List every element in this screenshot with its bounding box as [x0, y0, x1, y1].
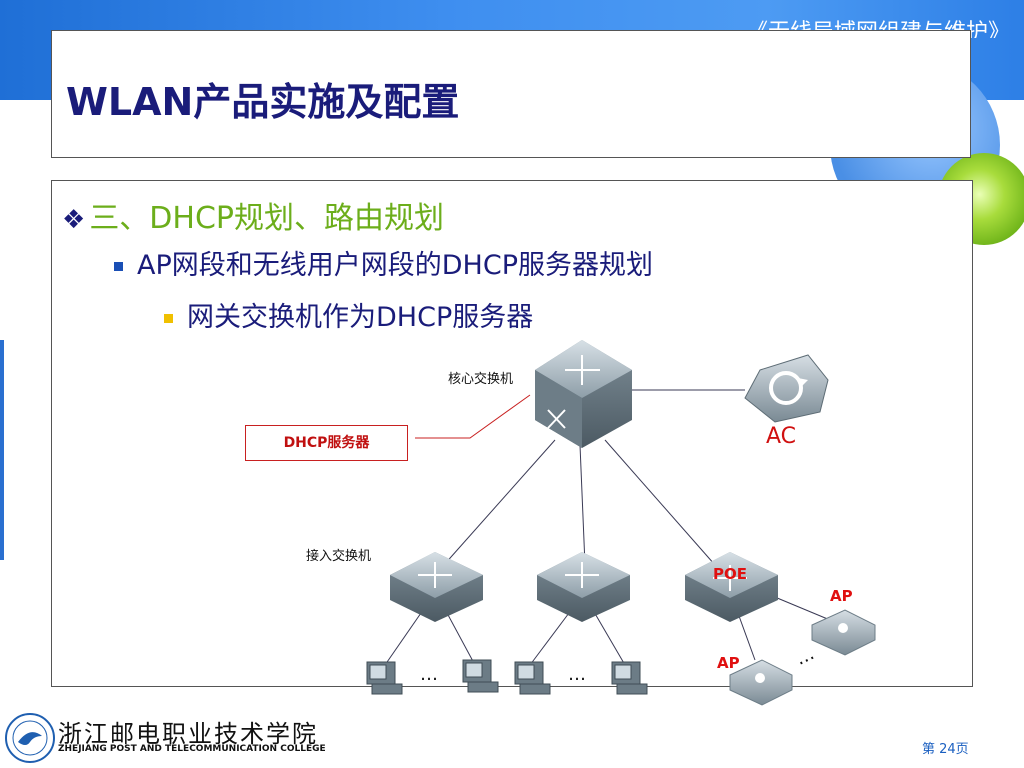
level2-text: AP网段和无线用户网段的DHCP服务器规划 [137, 250, 653, 281]
access-switch-label: 接入交换机 [306, 549, 372, 564]
college-name-en: ZHEJIANG POST AND TELECOMMUNICATION COLL… [58, 744, 326, 754]
pc-icon [514, 661, 551, 695]
content-panel: ❖三、DHCP规划、路由规划 AP网段和无线用户网段的DHCP服务器规划 网关交… [51, 180, 973, 687]
bullet-level2: AP网段和无线用户网段的DHCP服务器规划 [114, 243, 653, 282]
ellipsis-1: … [420, 664, 438, 685]
college-logo-icon [5, 713, 55, 763]
ellipsis-2: … [568, 664, 586, 685]
bullet-level3: 网关交换机作为DHCP服务器 [164, 295, 533, 334]
page-number: 第 24页 [922, 742, 969, 757]
left-accent-strip [0, 340, 4, 560]
level1-text: 三、DHCP规划、路由规划 [89, 201, 445, 236]
college-name-cn: 浙江邮电职业技术学院 [58, 720, 318, 748]
level3-text: 网关交换机作为DHCP服务器 [187, 302, 534, 333]
diamond-bullet-icon: ❖ [62, 205, 86, 235]
pc-icon [366, 661, 403, 695]
pc-icons [366, 659, 648, 695]
access-switch-2-icon [537, 552, 630, 622]
ap-icon-2 [729, 659, 793, 706]
core-switch-label: 核心交换机 [448, 372, 514, 387]
pc-icon [611, 661, 648, 695]
core-switch-icon [535, 340, 632, 448]
square-bullet-icon [164, 314, 173, 323]
ap-label-2: AP [717, 654, 740, 672]
pc-icon [462, 659, 499, 693]
title-panel: WLAN产品实施及配置 [51, 30, 971, 158]
square-bullet-icon [114, 262, 123, 271]
ap-label-1: AP [830, 587, 853, 605]
callout-line [415, 394, 531, 439]
ac-label: AC [766, 424, 797, 449]
ac-controller-icon [744, 354, 829, 423]
slide-title: WLAN产品实施及配置 [66, 80, 460, 124]
ap-icon-1 [811, 609, 876, 656]
bullet-level1: ❖三、DHCP规划、路由规划 [62, 193, 444, 237]
poe-switch-icon [685, 552, 778, 622]
access-switch-1-icon [390, 552, 483, 622]
poe-label: POE [713, 565, 747, 583]
dhcp-server-callout: DHCP服务器 [245, 425, 408, 461]
